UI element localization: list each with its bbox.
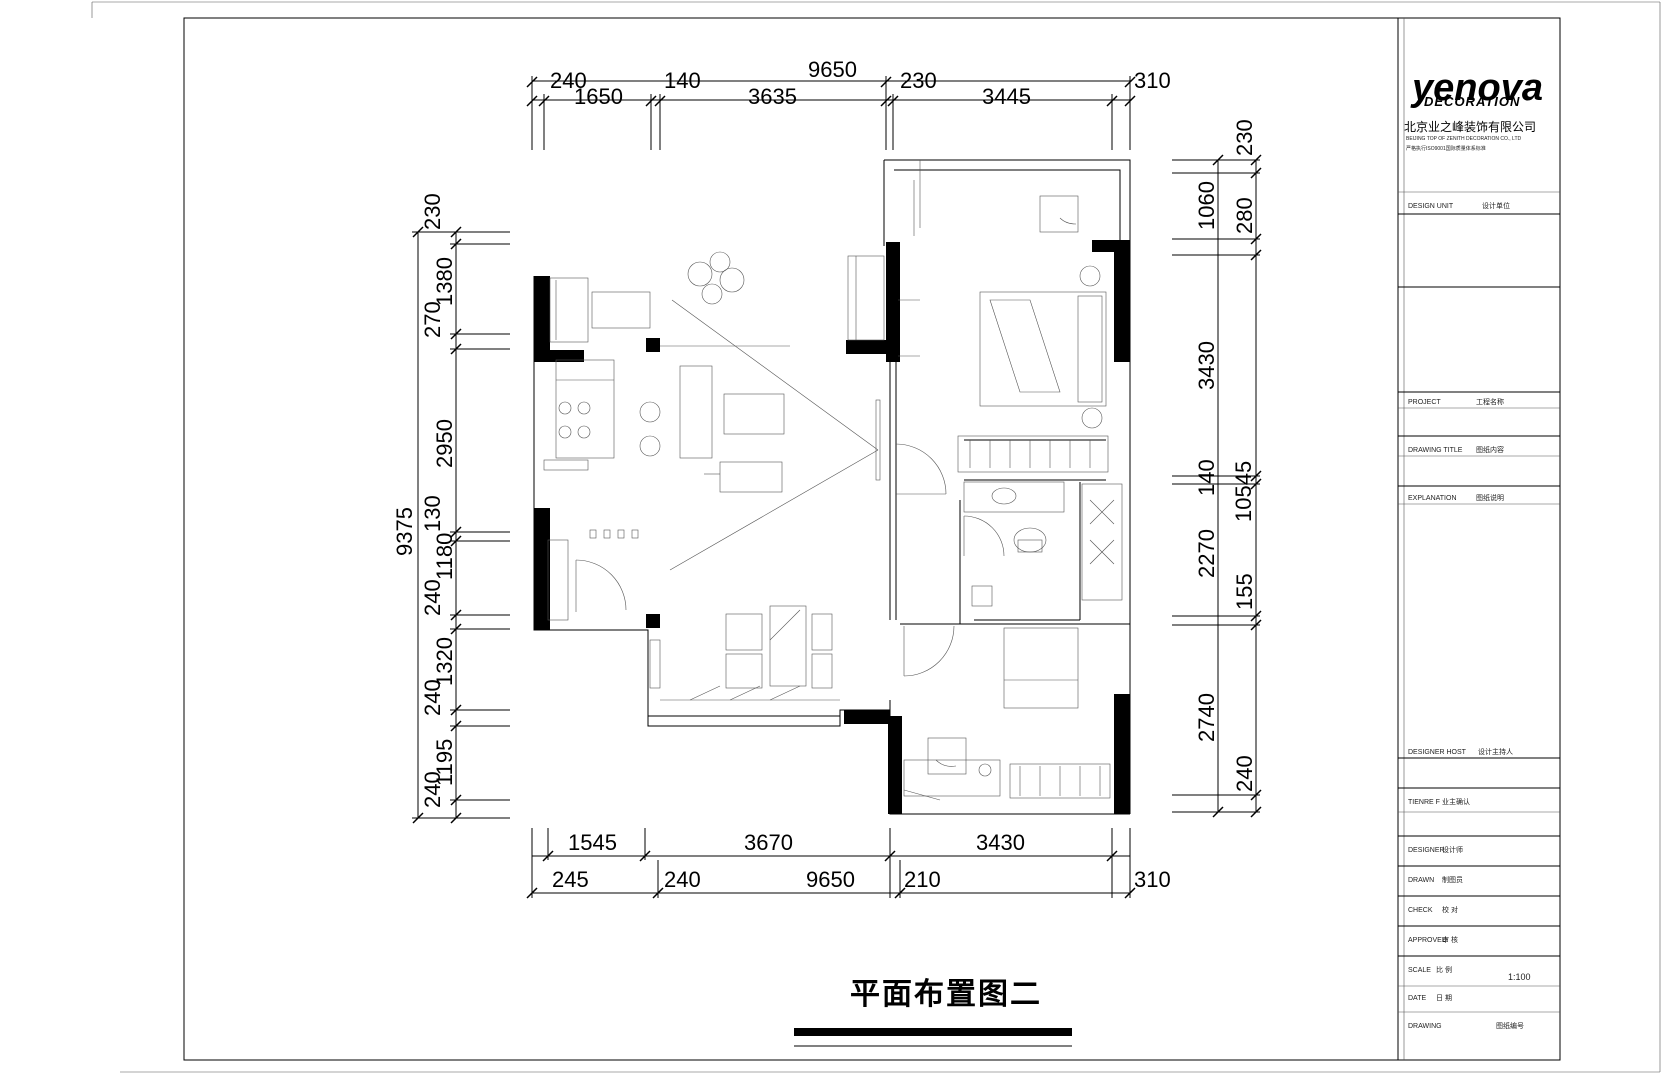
scale-value: 1:100 [1508, 972, 1531, 982]
dim-label: 1180 [432, 533, 457, 580]
dim-label: 230 [900, 68, 937, 93]
tb-row-value: 审 核 [1442, 935, 1458, 944]
dim-label: 130 [420, 495, 445, 532]
company-logo-sub: DECORATION [1424, 94, 1520, 109]
wall-column [844, 710, 890, 724]
dim-label: 210 [904, 867, 941, 892]
dim-label: 3670 [744, 830, 793, 855]
tb-row-value: 设计师 [1442, 845, 1463, 854]
wall-column [886, 242, 900, 362]
dim-label: 230 [420, 193, 445, 230]
top-dimensions: 9650 240 1650 140 3635 230 3445 310 [526, 57, 1171, 150]
wall-column [888, 716, 902, 814]
tb-row-label: DRAWING [1408, 1023, 1442, 1030]
wall-column [846, 340, 894, 354]
right-dimensions: 10545 230 1060 280 3430 140 2270 155 274… [1172, 119, 1262, 818]
company-logo: yenova [1410, 67, 1543, 109]
wall-column [646, 614, 660, 628]
dim-label: 240 [550, 68, 587, 93]
tb-row-value: 比 例 [1436, 965, 1452, 974]
dim-label: 1195 [432, 739, 457, 786]
dim-label: 310 [1134, 867, 1171, 892]
dim-label: 245 [552, 867, 589, 892]
dim-label: 240 [1232, 755, 1257, 792]
dim-label: 3635 [748, 84, 797, 109]
dim-label: 1320 [432, 637, 457, 686]
tb-row-value: 图纸编号 [1496, 1021, 1524, 1030]
company-tagline: 严格执行ISO9001国际质量体系标准 [1406, 145, 1486, 152]
company-name-cn: 北京业之峰装饰有限公司 [1404, 120, 1536, 134]
tb-row-value: 制图员 [1442, 875, 1463, 884]
tb-row-label: DESIGNER [1408, 847, 1445, 854]
dim-label: 280 [1232, 197, 1257, 234]
dim-label: 3430 [976, 830, 1025, 855]
title-block: yenova DECORATION 北京业之峰装饰有限公司 BEIJING TO… [1397, 18, 1561, 1060]
tb-row-label: CHECK [1408, 907, 1433, 914]
dim-label: 3445 [982, 84, 1031, 109]
dim-bottom-total: 9650 [806, 867, 855, 892]
tb-row-label: DRAWN [1408, 877, 1434, 884]
dim-label: 240 [420, 679, 445, 716]
tb-row-value: 业主确认 [1442, 797, 1470, 806]
tb-row-value: 图纸内容 [1476, 445, 1504, 454]
dim-label: 1650 [574, 84, 623, 109]
dim-label: 240 [664, 867, 701, 892]
sheet-border [183, 17, 1561, 1061]
drawing-title: 平面布置图二 [850, 977, 1042, 1012]
tb-row-label: APPROVED [1408, 937, 1447, 944]
tb-row-label: SCALE [1408, 967, 1431, 974]
wall-column [1114, 240, 1130, 362]
dim-label: 155 [1232, 573, 1257, 610]
dim-label: 270 [420, 301, 445, 338]
tb-row-value: 设计主持人 [1478, 747, 1513, 756]
dim-label: 1060 [1194, 181, 1219, 230]
dim-label: 3430 [1194, 341, 1219, 390]
wall-column [534, 508, 550, 630]
dim-label: 240 [420, 771, 445, 808]
dim-label: 1380 [432, 257, 457, 306]
wall-column [534, 276, 550, 362]
tb-row-value: 工程名称 [1476, 397, 1504, 406]
tb-row-value: 设计单位 [1482, 201, 1510, 210]
dim-label: 310 [1134, 68, 1171, 93]
dim-label: 1545 [568, 830, 617, 855]
tb-row-label: PROJECT [1408, 399, 1441, 406]
dim-top-total: 9650 [808, 57, 857, 82]
tb-row-value: 图纸说明 [1476, 493, 1504, 502]
tb-row-label: DESIGN UNIT [1408, 203, 1454, 210]
tb-row-label: DESIGNER HOST [1408, 749, 1467, 756]
floor-plan [533, 159, 1131, 815]
tb-row-label: DATE [1408, 995, 1426, 1002]
tb-row-value: 日 期 [1436, 994, 1452, 1002]
tb-row-value: 校 对 [1442, 905, 1458, 914]
dim-right-total: 10545 [1231, 461, 1256, 522]
wall-column [534, 350, 584, 362]
dim-label: 2270 [1194, 529, 1219, 578]
bottom-dimensions: 1545 3670 3430 9650 245 240 210 310 [526, 828, 1171, 899]
tb-row-label: EXPLANATION [1408, 495, 1457, 502]
title-underline [794, 1028, 1072, 1036]
company-name-en: BEIJING TOP OF ZENITH DECORATION CO., LT… [1406, 136, 1521, 142]
wall-column [646, 338, 660, 352]
dim-label: 240 [420, 579, 445, 616]
left-dimensions: 9375 230 1380 270 2950 130 1180 240 1320… [392, 193, 510, 824]
dim-label: 2740 [1194, 693, 1219, 742]
dim-label: 2950 [432, 419, 457, 468]
wall-column [1114, 694, 1130, 814]
dim-label: 140 [664, 68, 701, 93]
dim-left-total: 9375 [392, 507, 417, 556]
dim-label: 140 [1194, 459, 1219, 496]
tb-row-label: DRAWING TITLE [1408, 447, 1463, 454]
tb-row-label: TIENRE F [1408, 799, 1440, 806]
dim-label: 230 [1232, 119, 1257, 156]
